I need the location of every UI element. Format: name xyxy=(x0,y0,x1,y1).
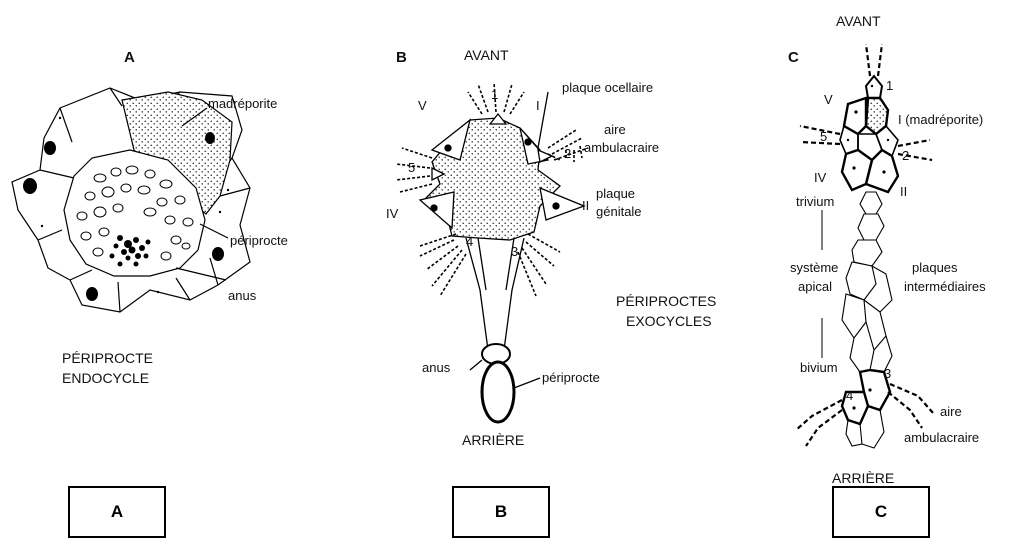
panel-a-figure xyxy=(12,88,250,312)
label-c-II: II xyxy=(900,184,907,199)
panel-a-letter: A xyxy=(124,49,135,66)
intermediate-plates xyxy=(842,192,892,372)
label-plaques-1: plaques xyxy=(912,260,958,275)
label-b-4: 4 xyxy=(466,234,473,249)
box-label-a: A xyxy=(68,486,166,538)
label-b-V: V xyxy=(418,98,427,113)
label-c-2: 2 xyxy=(902,148,909,163)
label-c-3: 3 xyxy=(884,366,891,381)
plate-c-II xyxy=(866,150,898,192)
label-periprocte-a: périprocte xyxy=(230,233,288,248)
label-periproctes-exo-2: EXOCYCLES xyxy=(626,313,712,329)
label-plaque-gen-2: génitale xyxy=(596,204,642,219)
label-apical: apical xyxy=(798,279,832,294)
periprocte-oval xyxy=(482,362,514,422)
label-trivium: trivium xyxy=(796,194,834,209)
genital-plate-II xyxy=(540,188,584,220)
label-b-II: II xyxy=(582,198,589,213)
label-periproctes-exo-1: PÉRIPROCTES xyxy=(616,293,716,309)
box-label-b: B xyxy=(452,486,550,538)
plate-c-I xyxy=(866,98,888,134)
label-plaque-ocellaire: plaque ocellaire xyxy=(562,80,653,95)
ocular-2 xyxy=(538,150,552,162)
label-arriere-c: ARRIÈRE xyxy=(832,470,894,486)
label-anus-b: anus xyxy=(422,360,451,375)
label-c-5: 5 xyxy=(820,129,827,144)
plate-c-bottom xyxy=(846,406,884,448)
plate-c-center-1 xyxy=(858,134,882,160)
label-systeme: système xyxy=(790,260,838,275)
label-arriere-b: ARRIÈRE xyxy=(462,432,524,448)
label-c-4: 4 xyxy=(846,388,853,403)
label-b-IV: IV xyxy=(386,206,399,221)
panel-b-letter: B xyxy=(396,49,407,66)
label-c-I: I (madréporite) xyxy=(898,112,983,127)
label-bivium: bivium xyxy=(800,360,838,375)
label-c-IV: IV xyxy=(814,170,827,185)
caption-a-line1: PÉRIPROCTE xyxy=(62,350,153,366)
label-anus-a: anus xyxy=(228,288,257,303)
label-avant-b: AVANT xyxy=(464,47,509,63)
label-b-3: 3 xyxy=(511,244,518,259)
label-periprocte-b: périprocte xyxy=(542,370,600,385)
label-aire-b-1: aire xyxy=(604,122,626,137)
panel-c-figure xyxy=(796,44,934,448)
label-c-V: V xyxy=(824,92,833,107)
label-aire-c-1: aire xyxy=(940,404,962,419)
label-plaques-2: intermédiaires xyxy=(904,279,986,294)
label-b-I: I xyxy=(536,98,540,113)
label-aire-b-2: ambulacraire xyxy=(584,140,659,155)
label-b-1: 1 xyxy=(491,87,498,102)
plate-c-1 xyxy=(866,76,882,98)
label-c-1: 1 xyxy=(886,78,893,93)
box-label-c: C xyxy=(832,486,930,538)
label-avant-c: AVANT xyxy=(836,13,881,29)
label-b-5: 5 xyxy=(408,160,415,175)
label-madreporite-a: madréporite xyxy=(208,96,277,111)
caption-a-line2: ENDOCYCLE xyxy=(62,370,149,386)
label-b-2: 2 xyxy=(564,146,571,161)
label-plaque-gen-1: plaque xyxy=(596,186,635,201)
label-aire-c-2: ambulacraire xyxy=(904,430,979,445)
panel-c-letter: C xyxy=(788,49,799,66)
